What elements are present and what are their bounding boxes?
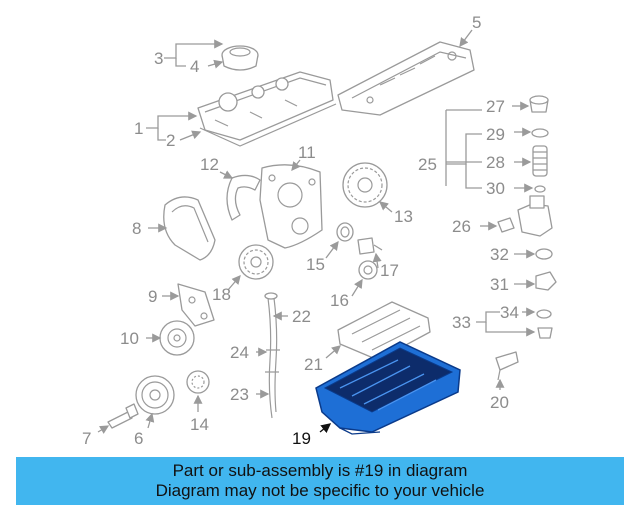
drain-plug-part <box>536 309 552 319</box>
callout-26[interactable]: 26 <box>452 217 471 236</box>
small-o-ring-part <box>534 185 546 193</box>
callout-22[interactable]: 22 <box>292 307 311 326</box>
harmonic-balancer-part <box>135 375 175 415</box>
dipstick-part <box>264 292 280 419</box>
crank-sprocket-part <box>186 370 210 394</box>
callout-16[interactable]: 16 <box>330 291 349 310</box>
callout-17[interactable]: 17 <box>380 261 399 280</box>
callout-2[interactable]: 2 <box>166 131 175 150</box>
callout-4[interactable]: 4 <box>190 57 199 76</box>
guide-rail-part <box>226 174 261 221</box>
oil-filter-cap-part <box>529 95 549 113</box>
oil-pan-part-highlighted <box>315 341 461 435</box>
pressure-sensor-part <box>535 271 557 291</box>
seal-part <box>336 222 354 242</box>
callout-34[interactable]: 34 <box>500 303 519 322</box>
callout-23[interactable]: 23 <box>230 385 249 404</box>
callout-labels: 1 2 3 4 5 6 7 8 9 10 11 12 13 14 15 16 1… <box>82 13 519 448</box>
banner-line-1: Part or sub-assembly is #19 in diagram <box>172 461 468 480</box>
oil-pump-part <box>159 320 195 356</box>
callout-1[interactable]: 1 <box>134 119 143 138</box>
callout-15[interactable]: 15 <box>306 255 325 274</box>
timing-cover-part <box>259 164 323 249</box>
callout-19-highlighted[interactable]: 19 <box>292 429 311 448</box>
callout-31[interactable]: 31 <box>490 275 509 294</box>
filter-housing-part <box>517 195 553 237</box>
camshaft-gear-part <box>342 162 388 208</box>
callout-30[interactable]: 30 <box>486 179 505 198</box>
callout-6[interactable]: 6 <box>134 429 143 448</box>
callout-12[interactable]: 12 <box>200 155 219 174</box>
callout-14[interactable]: 14 <box>190 415 209 434</box>
callout-32[interactable]: 32 <box>490 245 509 264</box>
o-ring-part <box>531 128 549 138</box>
callout-5[interactable]: 5 <box>472 13 481 32</box>
callout-18[interactable]: 18 <box>212 285 231 304</box>
callout-33[interactable]: 33 <box>452 313 471 332</box>
belt-cover-part <box>163 196 216 261</box>
info-banner: Part or sub-assembly is #19 in diagram D… <box>16 457 624 505</box>
callout-27[interactable]: 27 <box>486 97 505 116</box>
sensor-part <box>357 237 383 255</box>
callout-11[interactable]: 11 <box>298 143 316 162</box>
callout-3[interactable]: 3 <box>154 49 163 68</box>
callout-28[interactable]: 28 <box>486 153 505 172</box>
engine-cover-part <box>337 41 475 116</box>
seal-ring-part <box>535 248 553 260</box>
leader-lines <box>97 29 536 434</box>
callout-9[interactable]: 9 <box>148 287 157 306</box>
banner-line-2: Diagram may not be specific to your vehi… <box>155 481 485 500</box>
callout-13[interactable]: 13 <box>394 207 413 226</box>
bracket-part <box>177 283 215 327</box>
valve-cover-part <box>197 71 337 147</box>
drain-plug-washer-part <box>537 327 553 339</box>
callout-8[interactable]: 8 <box>132 219 141 238</box>
oil-filter-element-part <box>532 145 548 177</box>
callout-21[interactable]: 21 <box>304 355 323 374</box>
callout-29[interactable]: 29 <box>486 125 505 144</box>
oil-filler-cap-part <box>221 45 259 71</box>
callout-20[interactable]: 20 <box>490 393 509 412</box>
windage-tray-part <box>337 301 431 361</box>
callout-25[interactable]: 25 <box>418 155 437 174</box>
callout-24[interactable]: 24 <box>230 343 249 362</box>
callout-7[interactable]: 7 <box>82 429 91 448</box>
oil-cooler-part <box>497 217 515 233</box>
idler-pulley-part <box>358 260 378 280</box>
bolt-part <box>107 403 139 429</box>
callout-10[interactable]: 10 <box>120 329 139 348</box>
crankshaft-gear-part <box>238 244 274 280</box>
gasket-part <box>495 351 519 381</box>
